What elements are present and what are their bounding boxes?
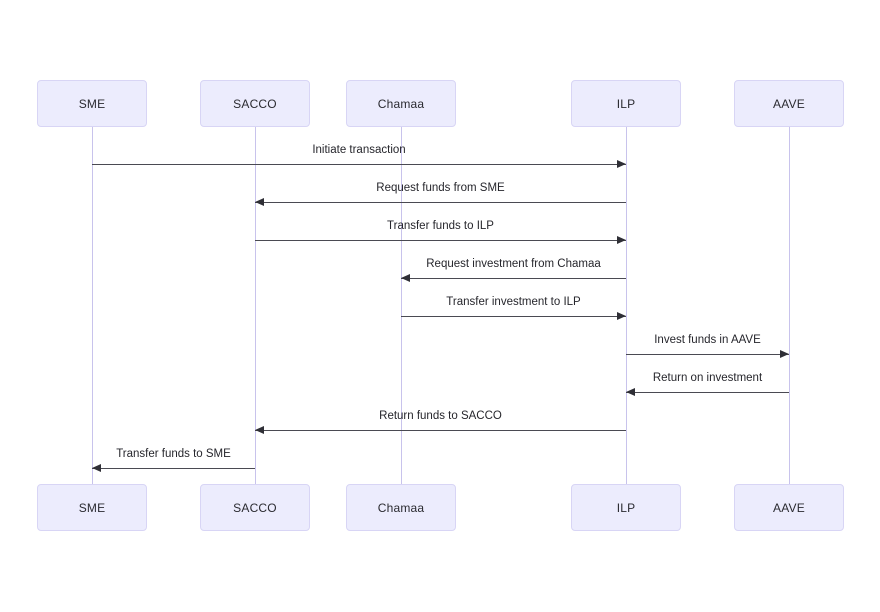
message-label-5: Transfer investment to ILP	[446, 296, 581, 308]
lifeline-ilp	[626, 127, 627, 484]
message-arrowhead-left-4	[401, 274, 410, 282]
message-arrowhead-left-8	[255, 426, 264, 434]
message-line-9	[92, 468, 255, 469]
message-arrowhead-right-6	[780, 350, 789, 358]
actor-label-sacco: SACCO	[233, 96, 277, 111]
message-arrowhead-right-1	[617, 160, 626, 168]
actor-box-sacco-bottom[interactable]: SACCO	[200, 484, 310, 531]
actor-box-sme-top[interactable]: SME	[37, 80, 147, 127]
message-label-8: Return funds to SACCO	[379, 410, 502, 422]
message-line-7	[626, 392, 789, 393]
lifeline-aave	[789, 127, 790, 484]
actor-label-aave: AAVE	[773, 96, 805, 111]
message-label-9: Transfer funds to SME	[116, 448, 231, 460]
message-arrowhead-right-5	[617, 312, 626, 320]
actor-box-ilp-bottom[interactable]: ILP	[571, 484, 681, 531]
actor-box-sacco-top[interactable]: SACCO	[200, 80, 310, 127]
message-arrowhead-left-2	[255, 198, 264, 206]
message-label-7: Return on investment	[652, 372, 763, 384]
actor-label-sme: SME	[78, 500, 106, 515]
message-line-1	[92, 164, 626, 165]
actor-label-sacco: SACCO	[233, 500, 277, 515]
message-label-6: Invest funds in AAVE	[654, 334, 761, 346]
message-line-5	[401, 316, 626, 317]
actor-label-ilp: ILP	[616, 96, 636, 111]
actor-label-chamaa: Chamaa	[377, 96, 425, 111]
actor-box-chamaa-bottom[interactable]: Chamaa	[346, 484, 456, 531]
message-label-4: Request investment from Chamaa	[426, 258, 601, 270]
message-line-2	[255, 202, 626, 203]
message-arrowhead-right-3	[617, 236, 626, 244]
message-arrowhead-left-7	[626, 388, 635, 396]
message-label-3: Transfer funds to ILP	[387, 220, 494, 232]
message-label-1: Initiate transaction	[312, 144, 406, 156]
actor-box-sme-bottom[interactable]: SME	[37, 484, 147, 531]
message-arrowhead-left-9	[92, 464, 101, 472]
actor-label-aave: AAVE	[773, 500, 805, 515]
lifeline-sacco	[255, 127, 256, 484]
message-line-8	[255, 430, 626, 431]
actor-box-chamaa-top[interactable]: Chamaa	[346, 80, 456, 127]
message-line-3	[255, 240, 626, 241]
message-line-4	[401, 278, 626, 279]
actor-box-aave-bottom[interactable]: AAVE	[734, 484, 844, 531]
actor-box-aave-top[interactable]: AAVE	[734, 80, 844, 127]
actor-label-chamaa: Chamaa	[377, 500, 425, 515]
message-line-6	[626, 354, 789, 355]
lifeline-sme	[92, 127, 93, 484]
actor-label-ilp: ILP	[616, 500, 636, 515]
message-label-2: Request funds from SME	[376, 182, 505, 194]
lifeline-chamaa	[401, 127, 402, 484]
actor-box-ilp-top[interactable]: ILP	[571, 80, 681, 127]
actor-label-sme: SME	[78, 96, 106, 111]
